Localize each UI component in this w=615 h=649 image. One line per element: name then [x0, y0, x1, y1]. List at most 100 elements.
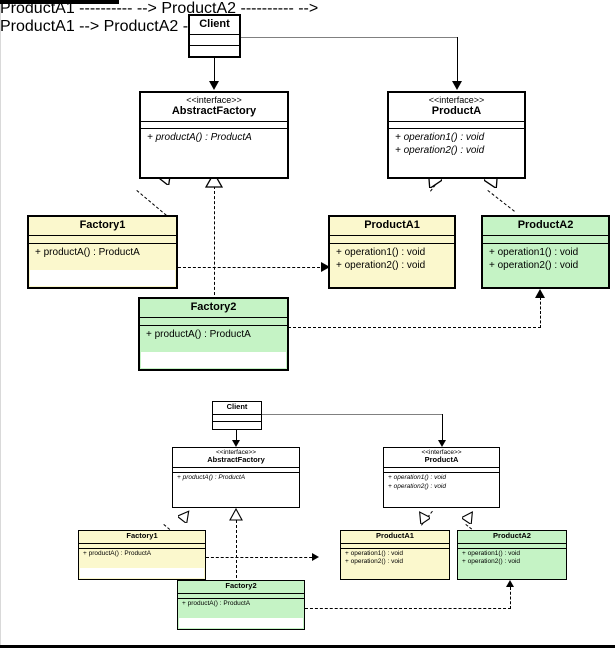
producta-operation-1: + operation1() : void [395, 131, 485, 143]
small-factory1-attributes-compartment [79, 542, 205, 548]
abstractfactory-operations-compartment: + productA() : ProductA [141, 127, 287, 177]
abstractfactory-attributes-compartment [141, 120, 287, 128]
small-factory2-operations-compartment: + productA() : ProductA [178, 597, 304, 629]
producta-class-name: ProductA [431, 105, 482, 118]
client-class-name: Client [199, 18, 230, 30]
small-factory1-header: Factory1 [79, 531, 205, 543]
small-producta2-header: ProductA2 [458, 531, 566, 543]
small-class-box-producta1[interactable]: ProductA1 + operation1() : void + operat… [340, 530, 450, 580]
small-producta2-class-name: ProductA2 [493, 531, 531, 540]
small-triangle-factory1-realization [178, 509, 192, 523]
small-triangle-factory2-realization [229, 508, 243, 521]
class-box-client[interactable]: Client [188, 14, 241, 58]
small-producta2-operation-2: + operation2() : void [462, 558, 520, 566]
small-producta-attributes-compartment [384, 467, 499, 473]
small-line-factory2-realizes-abstractfactory [236, 520, 237, 583]
small-abstractfactory-header: <<interface>> AbstractFactory [173, 448, 299, 468]
abstractfactory-operation: + productA() : ProductA [147, 131, 252, 143]
factory2-blank-strip [141, 352, 286, 368]
small-factory1-operations-compartment: + productA() : ProductA [79, 547, 205, 579]
client-header: Client [190, 16, 239, 34]
small-class-box-abstractfactory[interactable]: <<interface>> AbstractFactory + productA… [172, 447, 300, 508]
factory1-operations-compartment: + productA() : ProductA [29, 242, 176, 287]
abstractfactory-header: <<interface>> AbstractFactory [141, 93, 287, 121]
client-operations-compartment [190, 44, 239, 56]
producta2-operation-2: + operation2() : void [489, 260, 579, 272]
small-client-operations-compartment [213, 420, 261, 428]
producta2-operations-compartment: + operation1() : void + operation2() : v… [483, 242, 608, 287]
abstractfactory-class-name: AbstractFactory [171, 105, 257, 118]
factory2-attributes-compartment [140, 316, 287, 325]
small-producta-operation-2: + operation2() : void [388, 482, 446, 490]
small-line-client-to-producta-horizontal [262, 414, 443, 415]
small-line-client-to-abstractfactory [236, 429, 237, 443]
small-client-header: Client [213, 402, 261, 414]
small-producta1-header: ProductA1 [341, 531, 449, 543]
class-box-producta1[interactable]: ProductA1 + operation1() : void + operat… [328, 215, 456, 289]
small-class-box-factory1[interactable]: Factory1 + productA() : ProductA [78, 530, 206, 580]
small-factory2-attributes-compartment [178, 592, 304, 598]
small-abstractfactory-class-name: AbstractFactory [207, 455, 265, 465]
small-arrowhead-factory1-producta1 [312, 553, 319, 561]
class-box-producta2[interactable]: ProductA2 + operation1() : void + operat… [481, 215, 610, 289]
factory1-blank-strip [30, 270, 175, 286]
line-factory1-depends-producta1 [178, 267, 325, 268]
producta2-operation-1: + operation1() : void [489, 246, 579, 258]
small-class-box-producta[interactable]: <<interface>> ProductA + operation1() : … [383, 447, 500, 508]
line-factory2-depends-producta2-horizontal [288, 327, 541, 328]
class-box-factory1[interactable]: Factory1 + productA() : ProductA [27, 215, 178, 289]
producta2-class-name: ProductA2 [517, 219, 574, 231]
small-line-client-to-producta-vertical [442, 414, 443, 443]
small-class-box-producta2[interactable]: ProductA2 + operation1() : void + operat… [457, 530, 567, 580]
producta1-attributes-compartment [330, 234, 454, 243]
small-client-class-name: Client [226, 402, 248, 411]
factory1-attributes-compartment [29, 234, 176, 243]
arrowhead-factory2-producta2 [535, 289, 545, 298]
arrowhead-factory1-producta1 [321, 262, 330, 272]
small-arrowhead-client-abstractfactory [232, 440, 240, 447]
producta1-operation-2: + operation2() : void [336, 260, 426, 272]
small-factory1-operation: + productA() : ProductA [83, 549, 152, 557]
producta1-header: ProductA1 [330, 217, 454, 235]
client-attributes-compartment [190, 33, 239, 45]
class-box-factory2[interactable]: Factory2 + productA() : ProductA [138, 297, 289, 371]
producta-operations-compartment: + operation1() : void + operation2() : v… [389, 127, 524, 177]
factory2-operation: + productA() : ProductA [146, 328, 251, 340]
small-producta-class-name: ProductA [424, 455, 459, 465]
small-line-factory2-depends-producta2-horizontal [305, 608, 511, 609]
producta1-operations-compartment: + operation1() : void + operation2() : v… [330, 242, 454, 287]
producta1-class-name: ProductA1 [364, 219, 420, 231]
small-client-attributes-compartment [213, 413, 261, 421]
small-factory2-blank-strip [179, 618, 303, 628]
small-producta1-operation-1: + operation1() : void [345, 549, 403, 557]
abstractfactory-stereotype: <<interface>> [186, 95, 242, 105]
producta-header: <<interface>> ProductA [389, 93, 524, 121]
class-box-abstractfactory[interactable]: <<interface>> AbstractFactory + productA… [139, 91, 289, 179]
small-factory2-operation: + productA() : ProductA [182, 599, 251, 607]
line-factory2-realizes-abstractfactory [214, 186, 215, 300]
small-producta1-attributes-compartment [341, 542, 449, 548]
producta2-header: ProductA2 [483, 217, 608, 235]
small-producta1-operation-2: + operation2() : void [345, 558, 403, 566]
small-class-box-factory2[interactable]: Factory2 + productA() : ProductA [177, 580, 305, 630]
class-box-producta[interactable]: <<interface>> ProductA + operation1() : … [387, 91, 526, 179]
small-factory2-class-name: Factory2 [225, 581, 257, 590]
line-producta2-realizes-producta [487, 190, 515, 212]
small-producta2-operations-compartment: + operation1() : void + operation2() : v… [458, 547, 566, 579]
small-producta-stereotype: <<interface>> [421, 449, 462, 456]
uml-diagram-large: ProductA1 ---------- --> ProductA2 -----… [0, 0, 615, 371]
factory1-header: Factory1 [29, 217, 176, 235]
small-producta1-operations-compartment: + operation1() : void + operation2() : v… [341, 547, 449, 579]
small-producta-operations-compartment: + operation1() : void + operation2() : v… [384, 472, 499, 507]
factory2-header: Factory2 [140, 299, 287, 317]
producta2-attributes-compartment [483, 234, 608, 243]
small-triangle-producta2-realization [462, 510, 476, 524]
small-factory1-class-name: Factory1 [126, 531, 158, 540]
producta-attributes-compartment [389, 120, 524, 128]
small-abstractfactory-stereotype: <<interface>> [215, 449, 257, 456]
small-factory1-blank-strip [80, 568, 204, 578]
small-class-box-client[interactable]: Client [212, 401, 262, 430]
producta1-operation-1: + operation1() : void [336, 246, 426, 258]
small-line-factory2-depends-producta2-vertical [510, 587, 511, 609]
